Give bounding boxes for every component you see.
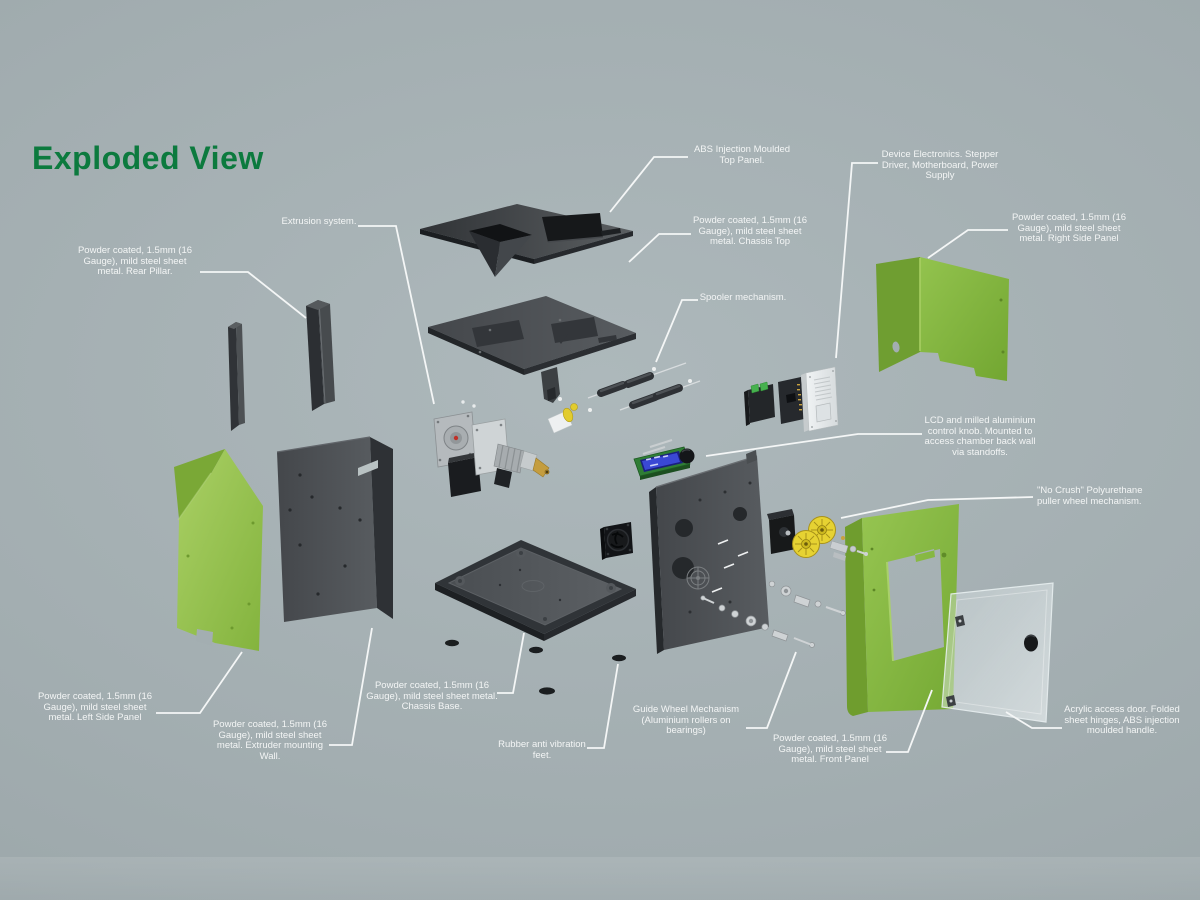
leader-chassis-base [497, 632, 525, 694]
acrylic-door-part [941, 582, 1054, 723]
chassis-top-part [428, 296, 636, 403]
guide-wheel-hardware-part [700, 580, 846, 648]
label-device-electronics: Device Electronics. Stepper Driver, Moth… [881, 149, 999, 182]
leader-chassis-top [628, 233, 691, 263]
right-side-panel-part [876, 257, 1009, 381]
electronics-part [744, 366, 839, 432]
back-wall-part [649, 450, 769, 654]
label-top-panel: ABS Injection Moulded Top Panel. [693, 144, 791, 166]
leader-lines [156, 156, 1062, 753]
label-lcd-knob: LCD and milled aluminium control knob. M… [924, 415, 1036, 458]
leader-right-side-panel [927, 229, 1008, 259]
leader-rear-pillar [200, 271, 307, 319]
spooler-mechanism-part [547, 362, 701, 434]
left-side-panel-part [174, 449, 263, 651]
puller-wheel-part [767, 509, 868, 561]
front-panel-part [845, 504, 959, 716]
rear-pillar-small-part [228, 322, 245, 431]
label-chassis-top: Powder coated, 1.5mm (16 Gauge), mild st… [692, 215, 808, 248]
label-acrylic-door: Acrylic access door. Folded sheet hinges… [1064, 704, 1180, 737]
label-right-side-panel: Powder coated, 1.5mm (16 Gauge), mild st… [1011, 212, 1127, 245]
leader-top-panel [609, 156, 688, 213]
leader-rubber-feet [587, 663, 619, 749]
extrusion-system-part [433, 400, 550, 497]
label-front-panel: Powder coated, 1.5mm (16 Gauge), mild st… [772, 733, 888, 766]
leader-no-crush [840, 496, 1034, 519]
label-rear-pillar: Powder coated, 1.5mm (16 Gauge), mild st… [77, 245, 193, 278]
lcd-module-part [633, 439, 695, 480]
extruder-wall-part [276, 436, 393, 622]
leader-extrusion [358, 225, 435, 405]
label-extrusion-system: Extrusion system. [281, 216, 357, 227]
leader-left-side-panel [156, 651, 243, 714]
rear-pillar-large-part [306, 300, 335, 411]
page-title: Exploded View [32, 140, 264, 176]
rubber-feet-part [445, 639, 626, 695]
chassis-base-part [435, 540, 636, 641]
label-extruder-wall: Powder coated, 1.5mm (16 Gauge), mild st… [212, 719, 328, 762]
leader-device-electronics [835, 162, 878, 359]
label-rubber-feet: Rubber anti vibration feet. [498, 739, 586, 761]
label-spooler: Spooler mechanism. [699, 292, 787, 303]
label-chassis-base: Powder coated, 1.5mm (16 Gauge), mild st… [366, 680, 498, 713]
leader-acrylic-door [1005, 711, 1062, 729]
label-guide-wheel: Guide Wheel Mechanism (Aluminium rollers… [632, 704, 740, 737]
label-no-crush: "No Crush" Polyurethane puller wheel mec… [1037, 485, 1143, 507]
cooling-fan-part [600, 522, 633, 560]
leader-lcd [705, 433, 922, 457]
leader-front-panel [886, 689, 933, 753]
leader-guide-wheel [746, 651, 797, 729]
leader-extruder-wall [329, 627, 373, 746]
top-panel-part [420, 204, 633, 277]
label-left-side-panel: Powder coated, 1.5mm (16 Gauge), mild st… [37, 691, 153, 724]
leader-spooler [655, 299, 698, 363]
